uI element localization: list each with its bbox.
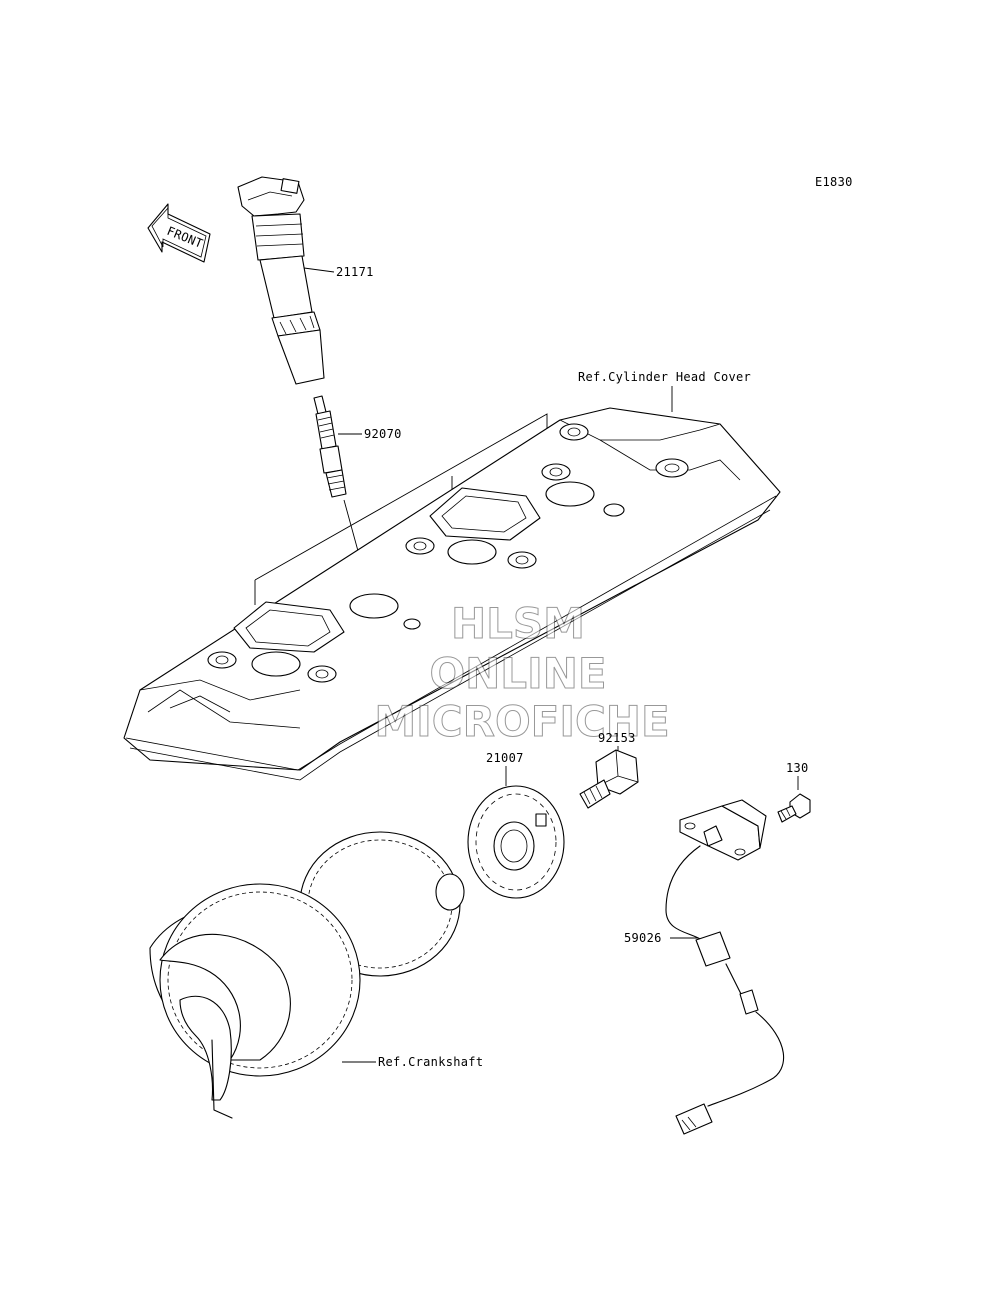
part-number-92153: 92153 [598,731,636,745]
part-number-59026: 59026 [624,931,662,945]
watermark-line-2: ONLINE [429,649,606,698]
part-number-21171: 21171 [336,265,374,279]
watermark: HLSM ONLINE MICROFICHE [374,599,670,747]
ref-cylinder-head-cover: Ref.Cylinder Head Cover [578,370,751,384]
part-number-130: 130 [786,761,809,775]
crank-sensor [665,799,785,1135]
cylinder-head-cover [123,407,781,781]
ref-crankshaft: Ref.Crankshaft [378,1055,483,1069]
spark-plug [313,395,347,498]
ignition-coil [237,176,325,385]
bolt-92153 [579,749,639,809]
part-number-21007: 21007 [486,751,524,765]
bolt-130 [777,793,811,823]
diagram-code: E1830 [815,175,853,189]
timing-rotor [467,785,565,899]
watermark-line-3: MICROFICHE [374,697,669,746]
watermark-line-1: HLSM [451,599,585,648]
front-arrow-icon: FRONT [147,203,211,263]
crankshaft [149,831,465,1119]
part-number-92070: 92070 [364,427,402,441]
